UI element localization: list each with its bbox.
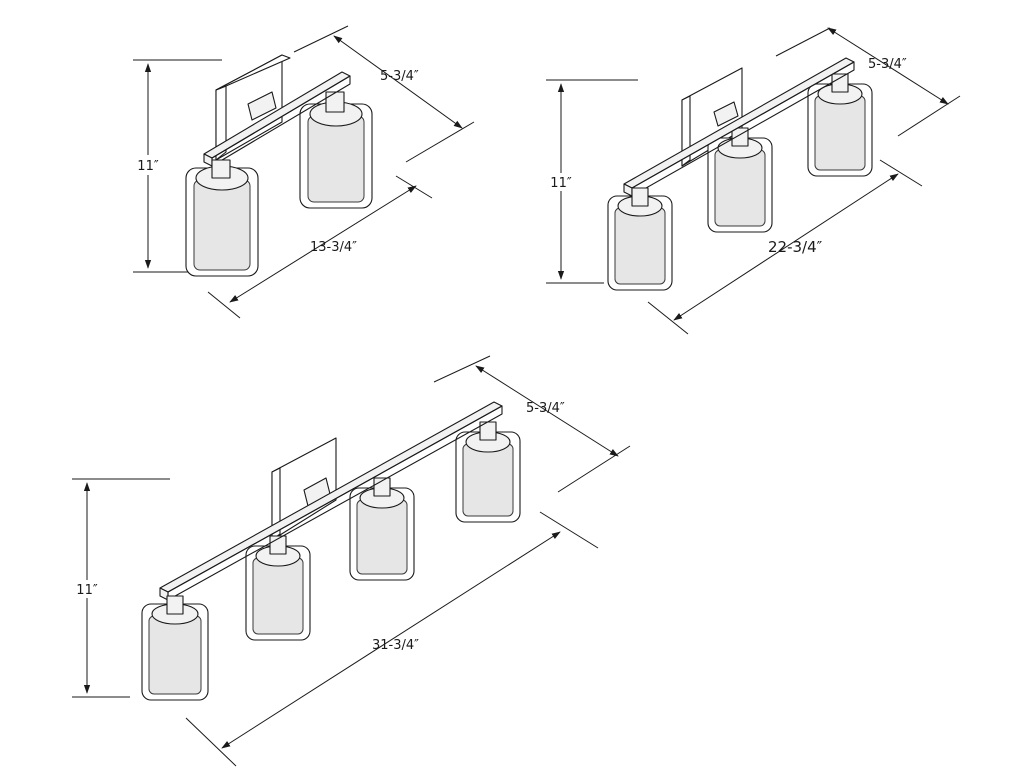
- shade-rear: [807, 73, 873, 177]
- height-dimension: 11″: [132, 59, 222, 273]
- fixture-two-light: 11″: [132, 25, 475, 319]
- height-dimension: 11″: [72, 478, 170, 698]
- width-dimension: 22-3/4″: [647, 159, 923, 335]
- depth-label: 5-3/4″: [868, 57, 907, 72]
- width-dimension: 13-3/4″: [207, 175, 433, 319]
- cross-bar: [159, 401, 503, 601]
- width-label: 31-3/4″: [372, 638, 419, 653]
- shade-front: [607, 187, 673, 291]
- height-label: 11″: [137, 159, 159, 174]
- height-label: 11″: [76, 583, 98, 598]
- fixture-three-light: 11″: [546, 27, 961, 335]
- shade-rear: [455, 421, 521, 523]
- height-dimension: 11″: [546, 79, 638, 284]
- width-dimension: 31-3/4″: [185, 511, 599, 767]
- fixture-four-light: 11″: [72, 355, 631, 767]
- width-label: 13-3/4″: [310, 240, 357, 255]
- height-label: 11″: [550, 176, 572, 191]
- depth-label: 5-3/4″: [380, 69, 419, 84]
- arm-connector: [713, 101, 739, 127]
- depth-label: 5-3/4″: [526, 401, 565, 416]
- width-label: 22-3/4″: [768, 238, 823, 256]
- shade-middle: [707, 127, 773, 233]
- shade-rear: [299, 91, 373, 209]
- arm-connector: [247, 91, 277, 121]
- shade-front: [185, 159, 259, 277]
- depth-dimension: 5-3/4″: [775, 27, 961, 137]
- shade-front: [141, 595, 209, 701]
- depth-dimension: 5-3/4″: [293, 25, 475, 163]
- depth-dimension: 5-3/4″: [433, 355, 631, 493]
